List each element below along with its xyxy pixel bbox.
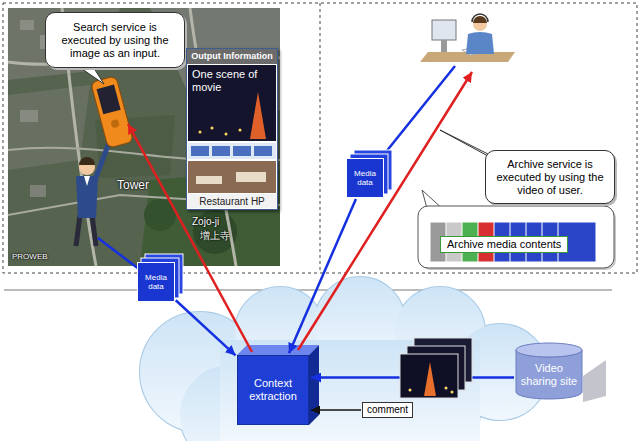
- archive-user-figure: [473, 16, 487, 23]
- aerial-map: [30, 185, 46, 197]
- output-screen: [188, 65, 276, 141]
- node-text: Video sharing site: [517, 362, 581, 388]
- region-frame: [4, 290, 612, 291]
- network-cloud: [140, 277, 548, 441]
- aerial-map: [20, 110, 38, 122]
- archive-contents-box: [418, 206, 614, 268]
- connector-arrow: [311, 409, 361, 411]
- database-cylinder: Video sharing site: [515, 342, 583, 400]
- output-screen: [254, 146, 272, 156]
- cylinder-shadow: [583, 360, 606, 402]
- output-screen: [239, 129, 242, 132]
- media-data-box: Media data: [137, 262, 175, 302]
- region-frame: [320, 3, 321, 273]
- output-screen: [199, 131, 202, 134]
- video-thumbnails: [451, 391, 454, 394]
- archive-user-figure: [473, 17, 487, 31]
- region-frame: [3, 3, 637, 273]
- place-label: Tower: [117, 178, 149, 192]
- process-box: Context extraction: [237, 355, 309, 425]
- output-screen: [211, 127, 214, 130]
- output-screen: [225, 133, 228, 136]
- archive-user-figure: [441, 40, 447, 52]
- video-thumbnails: [409, 389, 412, 392]
- user-figure: [110, 119, 120, 129]
- archive-user-figure: [420, 14, 515, 62]
- place-label: Zojo-ji: [192, 216, 219, 227]
- archive-user-figure: [466, 32, 494, 54]
- archive-user-figure: [472, 14, 488, 22]
- network-cloud: [140, 277, 548, 441]
- callout-bubble: Search service is executed by using the …: [45, 12, 185, 68]
- node-text: comment: [367, 404, 408, 416]
- place-label: 増上寺: [200, 229, 230, 243]
- node-text: Media data: [140, 273, 172, 291]
- output-screen: [236, 172, 266, 182]
- output-flow-line: [298, 72, 472, 350]
- user-figure: [84, 176, 90, 186]
- user-figure: [76, 215, 96, 246]
- output-screen: [188, 194, 276, 208]
- watermark: PROWEB: [12, 252, 48, 261]
- user-figure: [91, 76, 134, 148]
- output-screen: [186, 48, 278, 64]
- node-text: Search service is executed by using the …: [52, 21, 178, 60]
- user-figure: [91, 76, 134, 148]
- connector-layer: [176, 199, 514, 410]
- output-screen: [186, 48, 278, 210]
- output-flow-line: [128, 124, 252, 352]
- aerial-map: [8, 8, 280, 266]
- archive-label-box: Archive media contents: [440, 236, 568, 253]
- output-screen: [212, 146, 230, 156]
- node-text: Restaurant HP: [187, 195, 277, 209]
- network-cloud: [140, 277, 548, 441]
- aerial-map: [20, 20, 34, 30]
- node-text: One scene of movie: [187, 64, 277, 94]
- output-panel: Output InformationOne scene of movieRest…: [186, 48, 278, 210]
- connector-arrow: [176, 300, 236, 355]
- output-screen: [250, 92, 266, 139]
- output-screen: [188, 161, 276, 193]
- region-frame: [3, 3, 637, 290]
- media-data-box: Media data: [346, 158, 384, 198]
- panel-heading: Output Information: [187, 49, 277, 64]
- comment-box: comment: [362, 402, 413, 418]
- cube-faces: [237, 345, 319, 425]
- media-flow-line: [98, 66, 455, 282]
- archive-user-figure: [432, 20, 456, 40]
- media-stack: [141, 150, 392, 298]
- cube-faces: [309, 345, 319, 425]
- node-text: Media data: [349, 169, 381, 187]
- network-cloud: [220, 340, 480, 441]
- cylinder-top: [516, 343, 582, 357]
- video-thumbnails: [445, 387, 448, 390]
- connector-arrow: [289, 199, 356, 353]
- user-figure: [95, 140, 110, 180]
- output-screen: [233, 146, 251, 156]
- node-text: Archive service is executed by using the…: [492, 158, 608, 197]
- video-thumbnails: [400, 354, 458, 398]
- user-figure: [97, 85, 121, 115]
- output-screen: [191, 146, 209, 156]
- video-thumbnails: [424, 362, 436, 396]
- output-flow-line: [128, 72, 472, 352]
- output-screen: [196, 176, 222, 184]
- video-thumbnails: [400, 338, 472, 398]
- output-screen: [188, 143, 276, 159]
- callout-bubble: Archive service is executed by using the…: [485, 150, 615, 204]
- user-figure: [76, 76, 133, 246]
- node-text: Context extraction: [241, 377, 305, 403]
- output-screen: [186, 48, 278, 210]
- user-figure: [79, 157, 95, 165]
- aerial-map: [8, 8, 280, 266]
- aerial-map: [8, 195, 280, 215]
- node-text: Archive media contents: [447, 238, 561, 251]
